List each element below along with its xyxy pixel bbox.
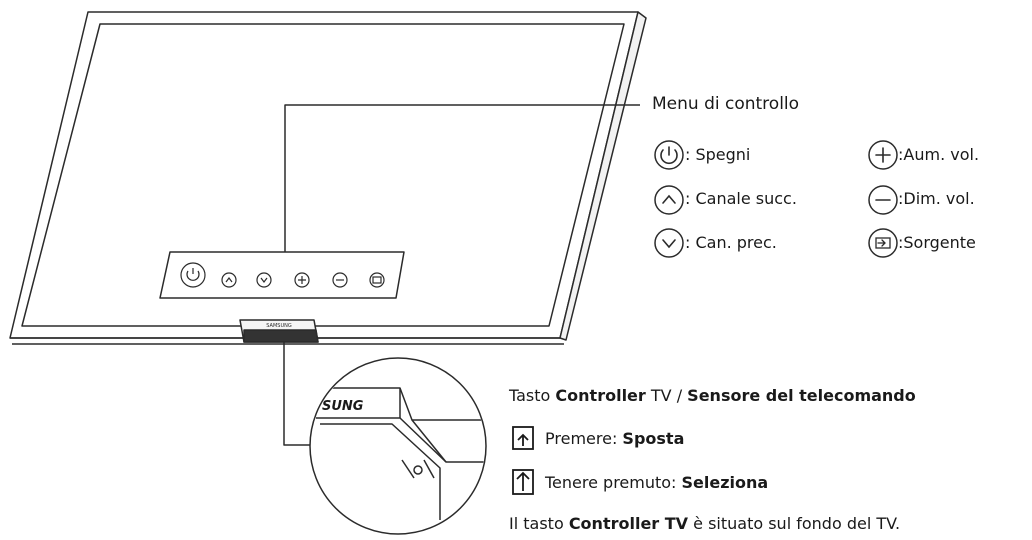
panel-volume-down-button[interactable] [332,272,348,288]
legend-volume-up-label: :Aum. vol. [898,145,980,164]
power-icon [660,146,678,165]
chevron-down-icon [662,239,676,249]
legend-volume-down-label: :Dim. vol. [898,189,975,208]
control-panel [159,251,405,299]
zoom-brand-text: SUNG [322,399,364,414]
legend-source-label: :Sorgente [898,233,976,252]
hold-icon [512,469,534,495]
tv-frame-inner [21,23,625,327]
tv-frame-side [559,11,647,341]
zoom-circle [309,357,487,535]
tv-brand-logo: SAMSUNG [266,323,292,329]
press-icon [512,426,534,450]
panel-power-button[interactable] [180,262,206,288]
controller-press-text: Premere: Sposta [545,429,685,448]
panel-channel-up-button[interactable] [221,272,237,288]
controller-sensor-dark [243,329,319,343]
panel-channel-down-button[interactable] [256,272,272,288]
panel-volume-up-button[interactable] [294,272,310,288]
legend-channel-down-label: : Can. prec. [685,233,777,252]
legend-power-label: : Spegni [685,145,751,164]
controller-note: Il tasto Controller TV è situato sul fon… [509,514,901,533]
plus-icon [875,147,891,163]
source-icon [875,237,891,249]
control-menu-callout [284,104,640,252]
controller-hold-text: Tenere premuto: Seleziona [545,473,769,492]
controller-title: Tasto Controller TV / Sensore del teleco… [509,386,916,405]
chevron-up-icon [662,194,676,204]
control-menu-title: Menu di controllo [652,94,800,114]
legend-channel-up-label: : Canale succ. [685,189,797,208]
panel-source-button[interactable] [369,272,385,288]
